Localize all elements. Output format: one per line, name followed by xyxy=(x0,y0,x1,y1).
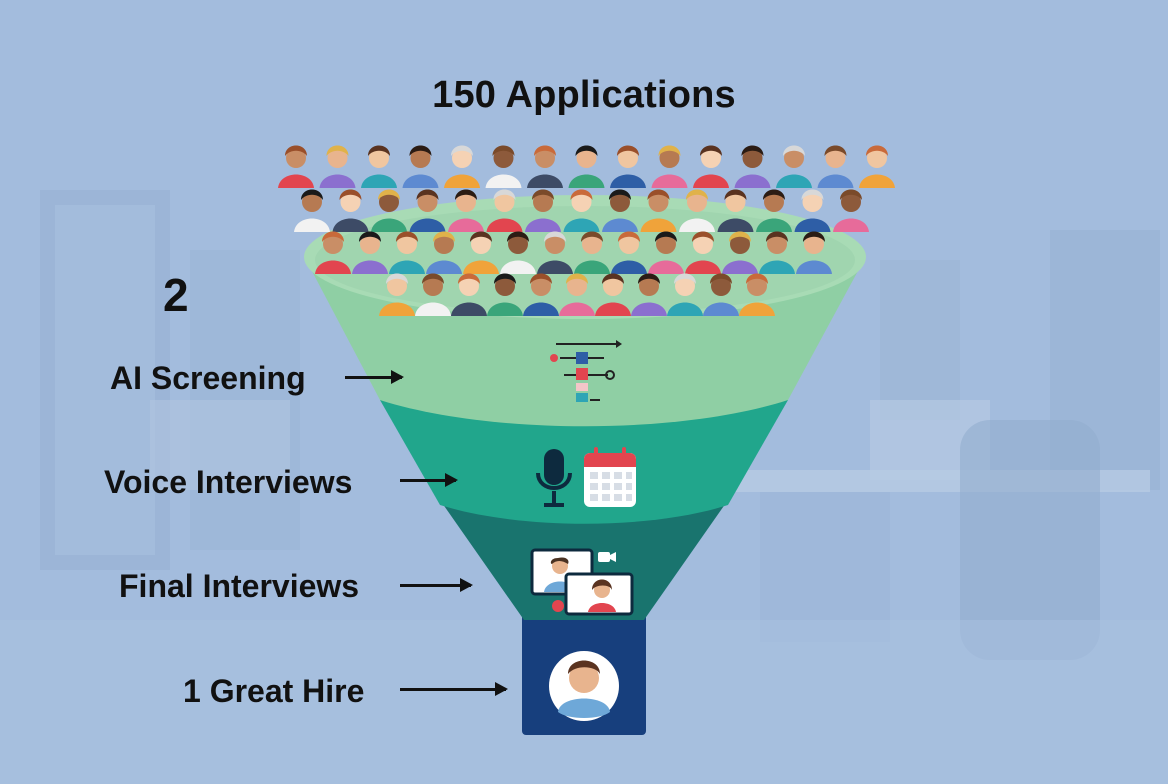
applicant-avatar-icon xyxy=(523,273,559,316)
applicant-avatar-icon xyxy=(361,145,397,188)
label-voice-interviews: Voice Interviews xyxy=(104,464,353,500)
applicant-avatar-icon xyxy=(332,189,369,232)
applicant-avatar-icon xyxy=(667,273,703,316)
applicant-avatar-icon xyxy=(602,189,638,232)
applicant-avatar-icon xyxy=(651,145,688,188)
applicant-avatar-icon xyxy=(444,145,480,188)
applicant-avatar-icon xyxy=(500,231,536,274)
applicant-avatar-icon xyxy=(776,145,812,188)
applicant-crowd xyxy=(278,145,895,316)
applicant-avatar-icon xyxy=(463,231,499,274)
microphone-calendar-icon xyxy=(536,447,636,507)
applicant-avatar-icon xyxy=(703,273,739,316)
label-final-interviews: Final Interviews xyxy=(119,568,360,604)
arrow-voice-interviews xyxy=(400,473,458,487)
applicant-avatar-icon xyxy=(487,273,523,316)
applicant-avatar-icon xyxy=(595,273,631,316)
funnel-title: 150 Applications xyxy=(432,74,736,116)
step-marker: 2 xyxy=(163,269,189,321)
applicant-avatar-icon xyxy=(693,145,729,188)
applicant-avatar-icon xyxy=(402,145,439,188)
applicant-avatar-icon xyxy=(525,189,561,232)
applicant-avatar-icon xyxy=(833,189,869,232)
applicant-avatar-icon xyxy=(648,231,684,274)
applicant-avatar-icon xyxy=(722,231,758,274)
applicant-avatar-icon xyxy=(278,145,314,188)
candidate-avatar-icon xyxy=(549,651,619,721)
applicant-avatar-icon xyxy=(568,145,605,188)
applicant-avatar-icon xyxy=(817,145,854,188)
applicant-avatar-icon xyxy=(739,273,775,316)
arrow-ai-screening xyxy=(345,370,404,384)
arrow-final-interviews xyxy=(400,578,473,592)
applicant-avatar-icon xyxy=(415,273,451,316)
applicant-avatar-icon xyxy=(563,189,600,232)
applicant-avatar-icon xyxy=(371,189,407,232)
label-great-hire: 1 Great Hire xyxy=(183,673,365,709)
checklist-icon xyxy=(550,340,622,402)
applicant-avatar-icon xyxy=(574,231,610,274)
applicant-avatar-icon xyxy=(409,189,446,232)
applicant-avatar-icon xyxy=(611,231,647,274)
applicant-avatar-icon xyxy=(559,273,595,316)
applicant-avatar-icon xyxy=(486,189,523,232)
applicant-avatar-icon xyxy=(379,273,415,316)
applicant-avatar-icon xyxy=(319,145,356,188)
applicant-avatar-icon xyxy=(796,231,832,274)
applicant-avatar-icon xyxy=(679,189,715,232)
applicant-avatar-icon xyxy=(759,231,795,274)
applicant-avatar-icon xyxy=(448,189,484,232)
applicant-avatar-icon xyxy=(389,231,425,274)
applicant-avatar-icon xyxy=(859,145,895,188)
applicant-avatar-icon xyxy=(794,189,831,232)
applicant-avatar-icon xyxy=(294,189,330,232)
applicant-avatar-icon xyxy=(426,231,462,274)
applicant-avatar-icon xyxy=(485,145,522,188)
applicant-avatar-icon xyxy=(527,145,563,188)
arrow-great-hire xyxy=(400,682,508,696)
applicant-avatar-icon xyxy=(734,145,771,188)
applicant-avatar-icon xyxy=(756,189,792,232)
applicant-avatar-icon xyxy=(717,189,754,232)
label-ai-screening: AI Screening xyxy=(110,360,306,396)
applicant-avatar-icon xyxy=(685,231,721,274)
video-call-icon xyxy=(530,548,634,616)
applicant-avatar-icon xyxy=(610,145,646,188)
applicant-avatar-icon xyxy=(451,273,487,316)
applicant-avatar-icon xyxy=(315,231,351,274)
applicant-avatar-icon xyxy=(631,273,667,316)
applicant-avatar-icon xyxy=(352,231,388,274)
applicant-avatar-icon xyxy=(640,189,677,232)
applicant-avatar-icon xyxy=(537,231,573,274)
